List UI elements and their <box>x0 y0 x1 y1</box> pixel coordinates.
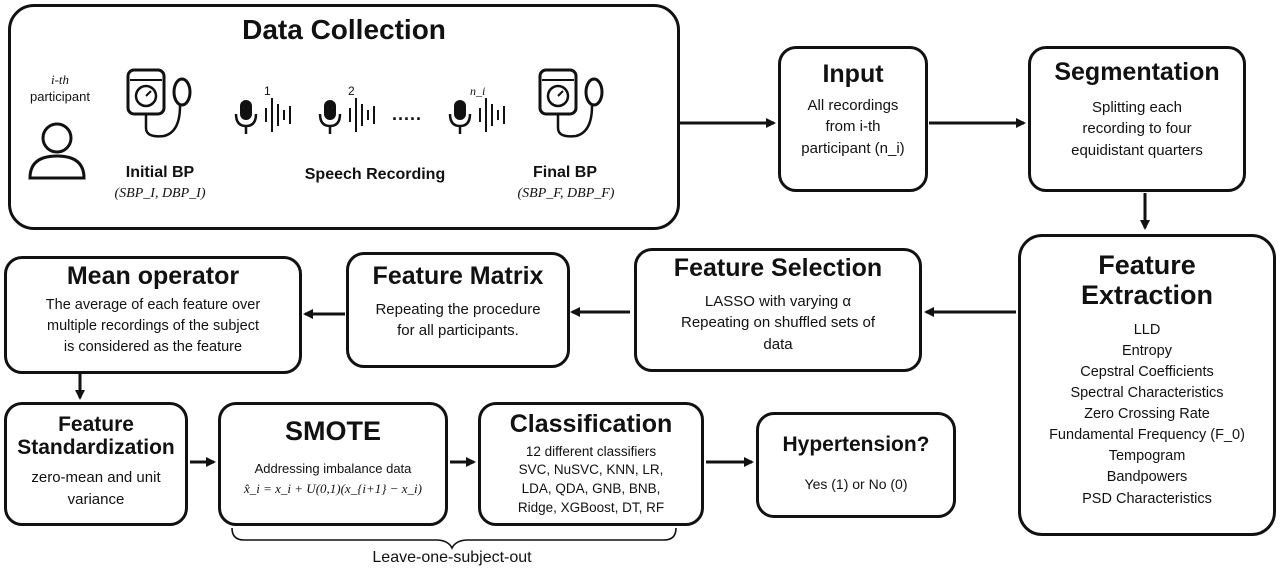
standardization-line: zero-mean and unit <box>31 469 161 487</box>
smote-line: Addressing imbalance data <box>254 460 412 476</box>
hypertension-line: Yes (1) or No (0) <box>804 476 908 493</box>
recording-ellipsis: ..... <box>392 104 423 124</box>
feature-selection-line: data <box>763 336 793 353</box>
mean-operator-title: Mean operator <box>66 262 240 290</box>
feature-selection-description: LASSO with varying α Repeating on shuffl… <box>681 291 875 356</box>
classification-line: 12 different classifiers <box>525 443 657 459</box>
smote-formula: x̂_i = x_i + U(0,1)(x_{i+1} − x_i) <box>244 481 422 497</box>
bp-monitor-final-icon <box>538 68 604 138</box>
participant-label-index: i-th <box>50 72 70 87</box>
standardization-title-line: Feature <box>58 413 134 436</box>
classification-box: Classification 12 different classifiers … <box>478 402 704 526</box>
hypertension-box: Hypertension? Yes (1) or No (0) <box>756 412 956 518</box>
mean-operator-line: The average of each feature over <box>45 296 261 313</box>
feature-extraction-box: Feature Extraction LLD Entropy Cepstral … <box>1018 234 1276 536</box>
standardization-title: Feature Standardization <box>17 413 175 459</box>
classification-line: Ridge, XGBoost, DT, RF <box>517 500 665 516</box>
hypertension-title: Hypertension? <box>782 433 930 456</box>
loso-brace <box>231 527 677 550</box>
standardization-box: Feature Standardization zero-mean and un… <box>4 402 188 526</box>
input-box: Input All recordings from i-th participa… <box>778 46 928 192</box>
segmentation-box: Segmentation Splitting each recording to… <box>1028 46 1246 192</box>
feature-matrix-description: Repeating the procedure for all particip… <box>375 299 540 343</box>
recording-index-1: 1 <box>264 84 271 98</box>
smote-title: SMOTE <box>284 416 381 446</box>
hypertension-description: Yes (1) or No (0) <box>805 474 908 494</box>
feature-item: Zero Crossing Rate <box>1084 406 1210 423</box>
feature-item: LLD <box>1133 322 1161 339</box>
segmentation-title: Segmentation <box>1054 58 1220 86</box>
feature-item: Entropy <box>1122 343 1172 360</box>
microphone-icon <box>318 98 375 134</box>
participant-label: i-th participant <box>20 72 100 106</box>
feature-item: Cepstral Coefficients <box>1080 364 1214 381</box>
smote-box: SMOTE Addressing imbalance data x̂_i = x… <box>218 402 448 526</box>
feature-selection-title: Feature Selection <box>673 254 883 282</box>
data-collection-box: Data Collection <box>8 4 680 230</box>
microphone-icon <box>448 98 505 134</box>
mean-operator-description: The average of each feature over multipl… <box>46 295 260 358</box>
feature-item: PSD Characteristics <box>1082 490 1212 507</box>
feature-extraction-title-line: Extraction <box>1080 279 1214 310</box>
mean-operator-box: Mean operator The average of each featur… <box>4 256 302 374</box>
input-line: All recordings <box>807 96 899 114</box>
mean-operator-line: is considered as the feature <box>63 338 243 355</box>
feature-item: Tempogram <box>1108 448 1186 465</box>
input-line: participant (n_i) <box>801 140 905 157</box>
bp-monitor-initial-icon <box>126 68 192 138</box>
mean-operator-line: multiple recordings of the subject <box>47 317 259 334</box>
feature-matrix-line: Repeating the procedure <box>375 300 541 318</box>
participant-label-text: participant <box>30 88 90 104</box>
input-line: from i-th <box>825 118 881 136</box>
microphone-icon <box>234 98 291 134</box>
segmentation-line: Splitting each <box>1091 98 1183 116</box>
smote-description: Addressing imbalance data x̂_i = x_i + U… <box>244 459 422 501</box>
feature-selection-line: Repeating on shuffled sets of <box>680 314 876 332</box>
feature-extraction-title: Feature Extraction <box>1080 250 1214 310</box>
feature-extraction-title-line: Feature <box>1098 250 1196 280</box>
segmentation-line: recording to four <box>1082 120 1192 138</box>
data-collection-title: Data Collection <box>242 14 446 45</box>
input-title: Input <box>822 60 884 88</box>
feature-selection-line: LASSO with varying α <box>704 292 852 310</box>
feature-matrix-box: Feature Matrix Repeating the procedure f… <box>346 252 570 368</box>
standardization-line: variance <box>67 490 125 508</box>
feature-matrix-line: for all participants. <box>397 322 519 340</box>
speech-recording-label: Speech Recording <box>304 166 446 183</box>
classification-line: LDA, QDA, GNB, BNB, <box>521 481 661 497</box>
classification-title: Classification <box>509 410 673 438</box>
feature-item: Spectral Characteristics <box>1070 385 1224 402</box>
segmentation-description: Splitting each recording to four equidis… <box>1071 97 1203 162</box>
recording-index-n: n_i <box>470 84 486 98</box>
standardization-description: zero-mean and unit variance <box>31 467 160 511</box>
segmentation-line: equidistant quarters <box>1071 142 1203 159</box>
feature-selection-box: Feature Selection LASSO with varying α R… <box>634 248 922 372</box>
final-bp-values: (SBP_F, DBP_F) <box>517 186 615 201</box>
feature-extraction-list: LLD Entropy Cepstral Coefficients Spectr… <box>1049 320 1245 509</box>
classification-line: SVC, NuSVC, KNN, LR, <box>518 462 664 478</box>
standardization-title-line: Standardization <box>17 436 175 460</box>
classification-description: 12 different classifiers SVC, NuSVC, KNN… <box>518 443 664 519</box>
feature-matrix-title: Feature Matrix <box>372 262 544 290</box>
feature-item: Bandpowers <box>1106 469 1188 486</box>
initial-bp-label: Initial BP <box>125 164 195 181</box>
recording-index-2: 2 <box>348 84 355 98</box>
input-description: All recordings from i-th participant (n_… <box>801 95 904 160</box>
participant-icon <box>28 122 86 180</box>
initial-bp-values: (SBP_I, DBP_I) <box>114 186 206 201</box>
feature-item: Fundamental Frequency (F_0) <box>1049 427 1245 444</box>
loso-label: Leave-one-subject-out <box>372 549 532 566</box>
final-bp-label: Final BP <box>532 164 597 181</box>
